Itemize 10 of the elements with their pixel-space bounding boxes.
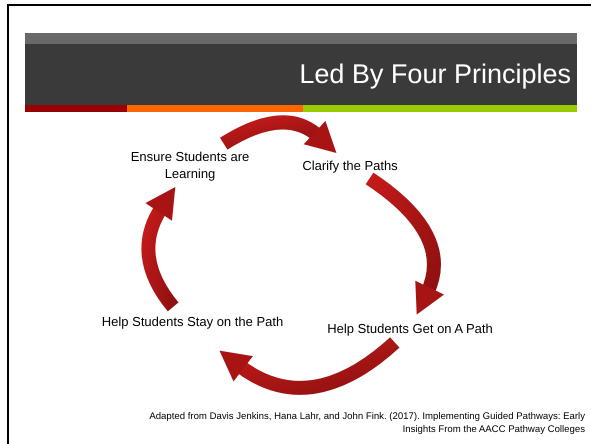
curved-arrow	[220, 115, 338, 152]
principle-label: Help Students Get on A Path	[305, 320, 515, 337]
principle-label: Ensure Students are Learning	[115, 148, 265, 182]
slide-title: Led By Four Principles	[299, 59, 571, 90]
curved-arrow	[141, 186, 179, 312]
principle-label: Help Students Stay on the Path	[100, 313, 285, 330]
curved-arrow	[365, 172, 444, 316]
source-citation: Adapted from Davis Jenkins, Hana Lahr, and John Fink. (2017). Implementing Guided Pathways: Early Insights From the AACC Pathway Colleges	[148, 410, 585, 436]
principle-label: Clarify the Paths	[295, 157, 405, 174]
curved-arrow	[218, 337, 400, 395]
